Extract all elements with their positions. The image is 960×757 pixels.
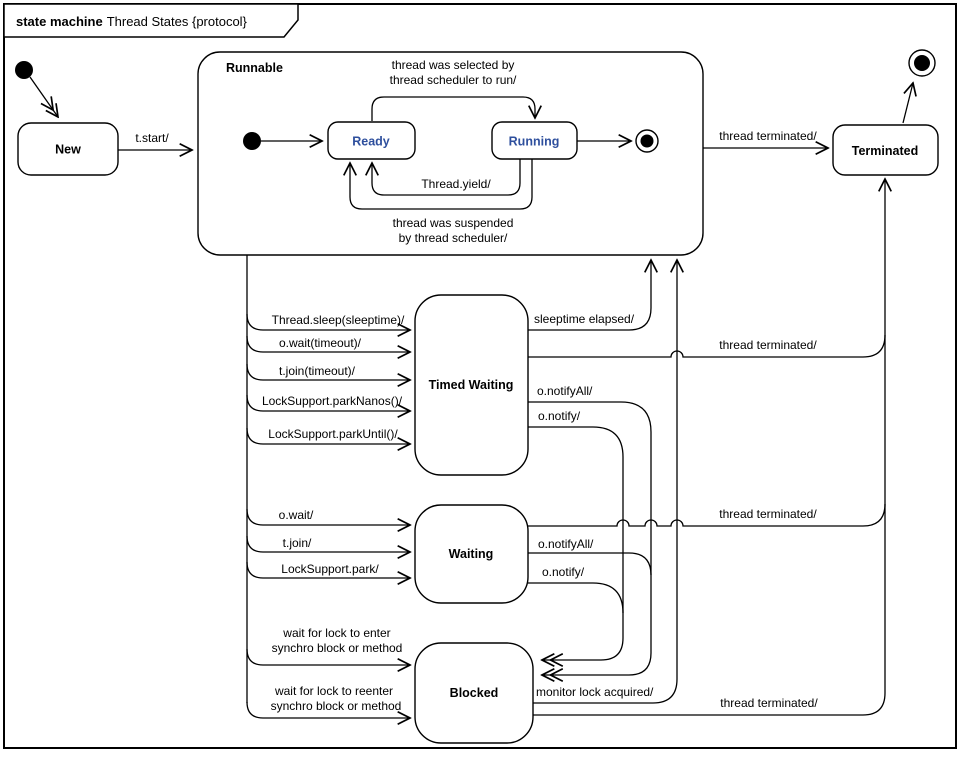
transition-owait-label: o.wait/	[279, 508, 314, 522]
transition-lock-reenter-label-1: wait for lock to reenter	[274, 684, 393, 698]
runnable-final-state-dot	[640, 134, 654, 148]
transition-join-timeout-label: t.join(timeout)/	[279, 364, 356, 378]
transition-selected-line	[371, 96, 535, 121]
transition-initial-to-new-line	[29, 76, 58, 117]
transition-wait-timeout-line	[246, 335, 410, 352]
transition-monitor-lock-label: monitor lock acquired/	[536, 685, 654, 699]
transition-tstart-label: t.start/	[135, 131, 169, 145]
transition-lock-reenter-label-2: synchro block or method	[271, 699, 402, 713]
runnable-initial-pseudostate[interactable]	[243, 132, 261, 150]
state-waiting[interactable]	[414, 504, 529, 604]
transition-tw-notify-line	[528, 426, 624, 660]
transition-terminated-final-line	[902, 83, 913, 124]
state-ready-label: Ready	[352, 135, 390, 149]
transition-runnable-terminated-label: thread terminated/	[719, 129, 817, 143]
transition-b-terminated-line	[533, 692, 886, 716]
transition-yield-label: Thread.yield/	[421, 177, 491, 191]
state-waiting-label: Waiting	[449, 547, 494, 561]
state-new[interactable]	[17, 122, 119, 176]
frame-title-tab	[3, 3, 299, 38]
transition-tjoin-label: t.join/	[283, 536, 312, 550]
state-blocked[interactable]	[414, 642, 534, 744]
transition-park-until-label: LockSupport.parkUntil()/	[268, 427, 398, 441]
transition-w-notify-label: o.notify/	[542, 565, 585, 579]
transition-w-notifyall-label: o.notifyAll/	[538, 537, 594, 551]
frame-title: state machine Thread States {protocol}	[16, 14, 248, 29]
final-state-dot	[914, 55, 930, 71]
transition-tw-notify-label: o.notify/	[538, 409, 581, 423]
transition-b-terminated-label: thread terminated/	[720, 696, 818, 710]
transition-lock-reenter-line	[246, 701, 410, 718]
state-runnable[interactable]	[197, 51, 704, 256]
state-running-label: Running	[509, 135, 560, 149]
transition-tjoin-line	[246, 535, 410, 552]
transition-suspended-label-1: thread was suspended	[393, 216, 514, 230]
transition-w-notifyall-line	[528, 552, 652, 576]
transition-park-nanos-line	[246, 394, 410, 411]
initial-pseudostate[interactable]	[15, 61, 33, 79]
transition-join-timeout-line	[246, 363, 410, 380]
transition-sleeptime-elapsed-line	[528, 260, 651, 331]
transition-monitor-lock-line	[533, 260, 677, 704]
transition-suspended-line	[350, 159, 533, 210]
transition-sleep-label: Thread.sleep(sleeptime)/	[272, 313, 405, 327]
transition-w-notify-line	[528, 582, 624, 614]
transition-yield-line	[372, 159, 521, 196]
transition-lock-enter-label-2: synchro block or method	[272, 641, 403, 655]
state-blocked-label: Blocked	[450, 686, 499, 700]
transition-park-label: LockSupport.park/	[281, 562, 379, 576]
transition-tw-notifyall-line	[528, 401, 652, 675]
transition-wait-timeout-label: o.wait(timeout)/	[279, 336, 362, 350]
transition-park-until-line	[246, 427, 410, 444]
frame-title-keyword: state machine	[16, 14, 103, 29]
transition-w-terminated-label: thread terminated/	[719, 507, 817, 521]
transition-tw-terminated-label: thread terminated/	[719, 338, 817, 352]
transition-sleep-line	[246, 313, 410, 330]
transition-tw-notifyall-label: o.notifyAll/	[537, 384, 593, 398]
transition-selected-label-1: thread was selected by	[392, 58, 515, 72]
frame-title-name: Thread States {protocol}	[107, 14, 248, 29]
transition-tw-terminated-line	[528, 334, 886, 358]
state-ready[interactable]	[327, 121, 416, 160]
transition-owait-line	[246, 508, 410, 525]
transition-lock-enter-label-1: wait for lock to enter	[282, 626, 390, 640]
transition-lock-enter-line	[246, 648, 410, 665]
transition-suspended-label-2: by thread scheduler/	[399, 231, 508, 245]
state-terminated[interactable]	[832, 124, 939, 176]
state-new-label: New	[55, 143, 81, 157]
transition-sleeptime-elapsed-label: sleeptime elapsed/	[534, 312, 635, 326]
state-terminated-label: Terminated	[852, 144, 918, 158]
transition-selected-label-2: thread scheduler to run/	[390, 73, 517, 87]
transition-park-nanos-label: LockSupport.parkNanos()/	[262, 394, 403, 408]
state-runnable-label: Runnable	[226, 61, 283, 75]
state-timed-waiting-label: Timed Waiting	[429, 378, 514, 392]
state-timed-waiting[interactable]	[414, 294, 529, 476]
transition-w-terminated-line	[528, 503, 886, 527]
transition-park-line	[246, 561, 410, 578]
